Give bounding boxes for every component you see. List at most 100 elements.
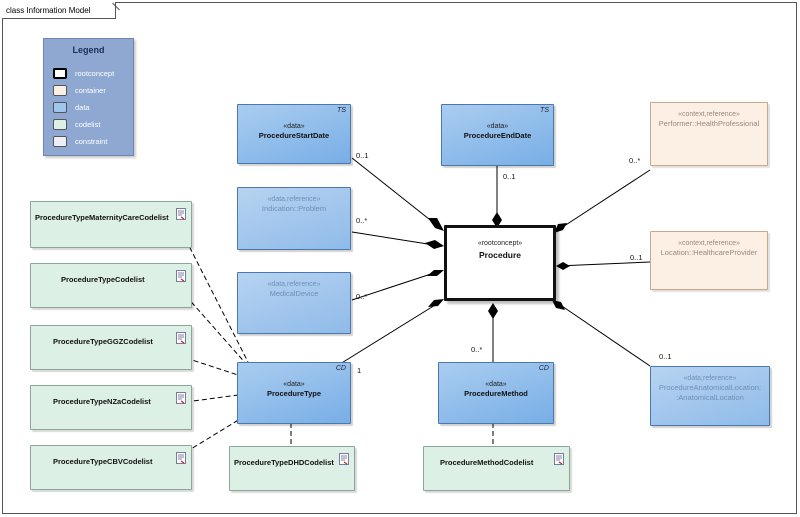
procedure-method-class[interactable]: CD «data» ProcedureMethod xyxy=(438,362,554,424)
procedure-type-ggz-codelist[interactable]: ProcedureTypeGGZCodelist xyxy=(30,325,192,370)
codelist-name: ProcedureTypeMaternityCareCodelist xyxy=(35,213,169,222)
composition-diamond-anatomical xyxy=(552,300,565,310)
legend-label: constraint xyxy=(75,137,108,146)
legend-swatch-rootconcept xyxy=(53,68,67,79)
class-stereotype: «data,reference» xyxy=(267,281,321,288)
class-stereotype: «data» xyxy=(486,123,509,130)
class-name: Indication::Problem xyxy=(261,204,327,213)
class-name: MedicalDevice xyxy=(269,289,319,298)
legend-swatch-data xyxy=(53,102,67,113)
association-anatomical[interactable] xyxy=(555,301,651,367)
class-stereotype: «context,reference» xyxy=(678,240,740,247)
procedure-type-dhd-codelist[interactable]: ProcedureTypeDHDCodelist xyxy=(229,446,355,491)
multiplicity-end-date: 0..1 xyxy=(503,172,516,181)
class-name: Location::HealthcareProvider xyxy=(660,248,758,257)
codelist-name: ProcedureTypeNZaCodelist xyxy=(53,397,151,406)
codelist-icon xyxy=(176,392,186,404)
class-stereotype: «data» xyxy=(283,381,305,388)
class-name-line-2: :AnatomicalLocation xyxy=(676,393,744,402)
composition-diamond-type xyxy=(428,299,444,307)
procedure-end-date-class[interactable]: TS «data» ProcedureEndDate xyxy=(441,104,554,166)
codelist-icon xyxy=(176,208,186,220)
codelist-name: ProcedureTypeCodelist xyxy=(61,275,145,284)
legend-swatch-container xyxy=(53,85,67,96)
codelist-icon xyxy=(176,332,186,344)
codelist-name: ProcedureTypeDHDCodelist xyxy=(234,458,334,467)
class-stereotype: «data» xyxy=(283,123,305,130)
legend-item-codelist: codelist xyxy=(53,119,131,133)
legend-swatch-constraint xyxy=(53,136,67,147)
dependency-ggz[interactable] xyxy=(185,357,239,376)
association-start-date[interactable] xyxy=(351,157,435,224)
dependency-nza[interactable] xyxy=(185,394,239,403)
class-stereotype: «rootconcept» xyxy=(477,240,523,247)
procedure-type-codelist[interactable]: ProcedureTypeCodelist xyxy=(30,263,192,308)
codelist-name: ProcedureTypeCBVCodelist xyxy=(53,457,153,466)
codelist-icon xyxy=(176,270,186,282)
dependency-maternity[interactable] xyxy=(185,239,249,363)
composition-diamond-indication xyxy=(425,240,444,249)
datatype-tag: CD xyxy=(538,365,549,372)
composition-diamond-location xyxy=(556,262,570,270)
class-name: Procedure xyxy=(478,250,522,260)
location-healthcare-provider-class[interactable]: «context,reference» Location::Healthcare… xyxy=(650,231,768,290)
codelist-icon xyxy=(339,453,349,465)
performer-health-professional-class[interactable]: «context,reference» Performer::HealthPro… xyxy=(650,102,768,166)
multiplicity-performer: 0..* xyxy=(629,156,641,165)
composition-diamond-device xyxy=(427,270,444,276)
class-stereotype: «context,reference» xyxy=(678,111,740,118)
procedure-type-class[interactable]: CD «data» ProcedureType xyxy=(237,362,351,424)
legend-item-container: container xyxy=(53,85,131,99)
legend-item-constraint: constraint xyxy=(53,136,131,150)
legend: Legend rootconcept container data codeli… xyxy=(43,38,134,156)
association-indication[interactable] xyxy=(351,231,435,246)
procedure-method-codelist[interactable]: ProcedureMethodCodelist xyxy=(423,446,570,491)
procedure-start-date-class[interactable]: TS «data» ProcedureStartDate xyxy=(237,104,351,164)
class-name-line-1: ProcedureAnatomicalLocation: xyxy=(658,383,762,392)
composition-diamond-performer xyxy=(554,223,567,233)
procedure-type-nza-codelist[interactable]: ProcedureTypeNZaCodelist xyxy=(30,385,192,430)
codelist-icon xyxy=(554,453,564,465)
composition-diamond-end-date xyxy=(492,212,502,228)
codelist-name: ProcedureMethodCodelist xyxy=(440,458,534,467)
class-stereotype: «data» xyxy=(485,381,507,388)
class-name: ProcedureEndDate xyxy=(463,131,532,140)
legend-item-rootconcept: rootconcept xyxy=(53,68,131,82)
procedure-anatomical-location-class[interactable]: «data,reference» ProcedureAnatomicalLoca… xyxy=(650,366,770,426)
codelist-name: ProcedureTypeGGZCodelist xyxy=(53,337,153,346)
association-type[interactable] xyxy=(339,301,441,365)
procedure-type-cbv-codelist[interactable]: ProcedureTypeCBVCodelist xyxy=(30,445,192,490)
class-name: Performer::HealthProfessional xyxy=(658,119,760,128)
legend-title: Legend xyxy=(72,45,105,55)
multiplicity-anatomical: 0..1 xyxy=(659,352,672,361)
legend-label: rootconcept xyxy=(75,69,115,78)
association-device[interactable] xyxy=(351,272,435,301)
codelist-icon xyxy=(176,452,186,464)
multiplicity-type: 1 xyxy=(357,366,362,375)
indication-problem-class[interactable]: «data,reference» Indication::Problem xyxy=(237,187,351,250)
medical-device-class[interactable]: «data,reference» MedicalDevice xyxy=(237,272,351,334)
procedure-type-maternity-care-codelist[interactable]: ProcedureTypeMaternityCareCodelist xyxy=(30,201,192,248)
legend-label: container xyxy=(75,86,106,95)
class-stereotype: «data,reference» xyxy=(267,196,321,203)
multiplicity-location: 0..1 xyxy=(630,253,643,262)
class-name: ProcedureMethod xyxy=(464,389,528,398)
association-performer[interactable] xyxy=(554,169,651,233)
datatype-tag: CD xyxy=(335,365,346,372)
multiplicity-start-date: 0..1 xyxy=(356,151,369,160)
procedure-class[interactable]: «rootconcept» Procedure xyxy=(444,225,556,301)
datatype-tag: TS xyxy=(337,107,346,114)
multiplicity-device: 0..* xyxy=(356,292,368,301)
association-location[interactable] xyxy=(556,261,651,267)
legend-item-data: data xyxy=(53,102,131,116)
class-stereotype: «data,reference» xyxy=(683,375,737,382)
class-name: ProcedureType xyxy=(266,389,322,398)
legend-swatch-codelist xyxy=(53,119,67,130)
class-name: ProcedureStartDate xyxy=(258,131,330,140)
dependency-cbv[interactable] xyxy=(185,415,246,453)
datatype-tag: TS xyxy=(540,107,549,114)
legend-label: codelist xyxy=(75,120,101,129)
